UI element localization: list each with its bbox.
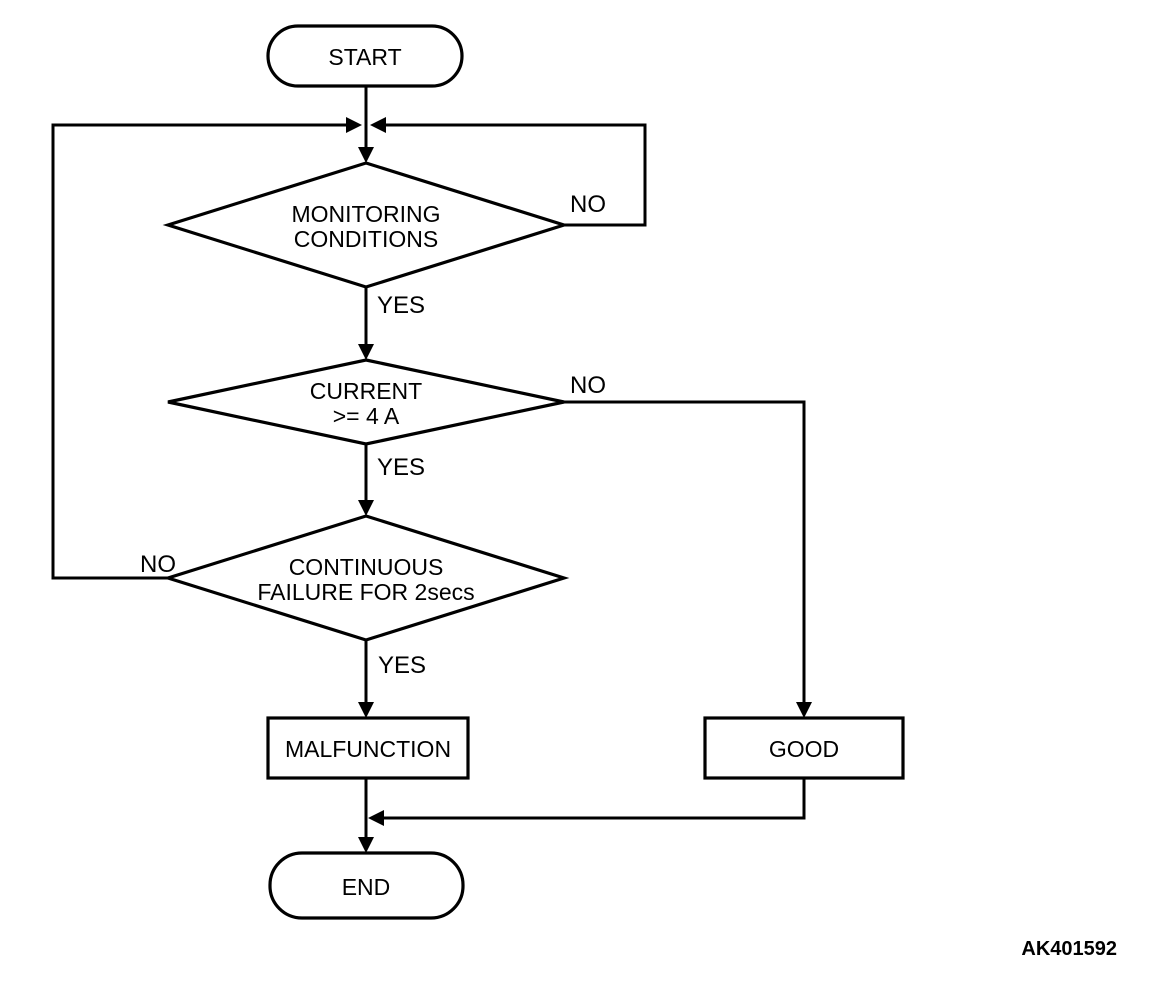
end-node-shape	[268, 851, 465, 920]
arrowhead-into-continuous	[358, 500, 374, 516]
monitoring-decision-shape	[162, 161, 570, 289]
arrowhead-into-current	[358, 344, 374, 360]
start-node-label: START	[328, 44, 401, 70]
edge-label-monitoring-no: NO	[570, 191, 606, 218]
arrowhead-good-into-end-line	[368, 810, 384, 826]
edge-monitoring-no-loop	[386, 123, 647, 227]
arrowhead-left-into-junction	[346, 117, 362, 133]
edge-label-continuous-no: NO	[140, 551, 176, 578]
good-node-shape	[703, 716, 905, 780]
start-node-shape	[266, 24, 464, 88]
edge-label-current-no: NO	[570, 372, 606, 399]
edge-good-to-end	[384, 778, 806, 820]
figure-code: AK401592	[1021, 938, 1117, 960]
flow-nodes: START MONITORING CONDITIONS CURRENT >= 4…	[162, 24, 905, 920]
current-decision-label-line1: CURRENT	[310, 378, 422, 404]
current-decision-label-line2: >= 4 A	[333, 403, 400, 429]
continuous-decision-label-line2: FAILURE FOR 2secs	[257, 579, 474, 605]
continuous-decision-shape	[162, 514, 570, 642]
good-node-label: GOOD	[769, 736, 839, 762]
arrowhead-right-into-junction	[370, 117, 386, 133]
current-decision-shape	[167, 358, 565, 446]
arrowhead-into-good	[796, 702, 812, 718]
edge-label-current-yes: YES	[377, 454, 425, 481]
arrowhead-into-malfunction	[358, 702, 374, 718]
edge-current-no	[564, 400, 806, 702]
malfunction-node-label: MALFUNCTION	[285, 736, 451, 762]
continuous-decision-label-line1: CONTINUOUS	[289, 554, 444, 580]
malfunction-node-shape	[266, 716, 470, 780]
edge-label-continuous-yes: YES	[378, 652, 426, 679]
edge-label-monitoring-yes: YES	[377, 292, 425, 319]
monitoring-decision-label-line2: CONDITIONS	[294, 226, 438, 252]
edge-labels: NO YES NO YES NO YES	[140, 191, 606, 679]
edge-continuous-no-loop	[51, 123, 346, 580]
monitoring-decision-label-line1: MONITORING	[291, 201, 440, 227]
end-node-label: END	[342, 874, 391, 900]
flow-edges	[51, 86, 812, 853]
arrowhead-into-monitoring	[358, 147, 374, 163]
arrowhead-into-end	[358, 837, 374, 853]
